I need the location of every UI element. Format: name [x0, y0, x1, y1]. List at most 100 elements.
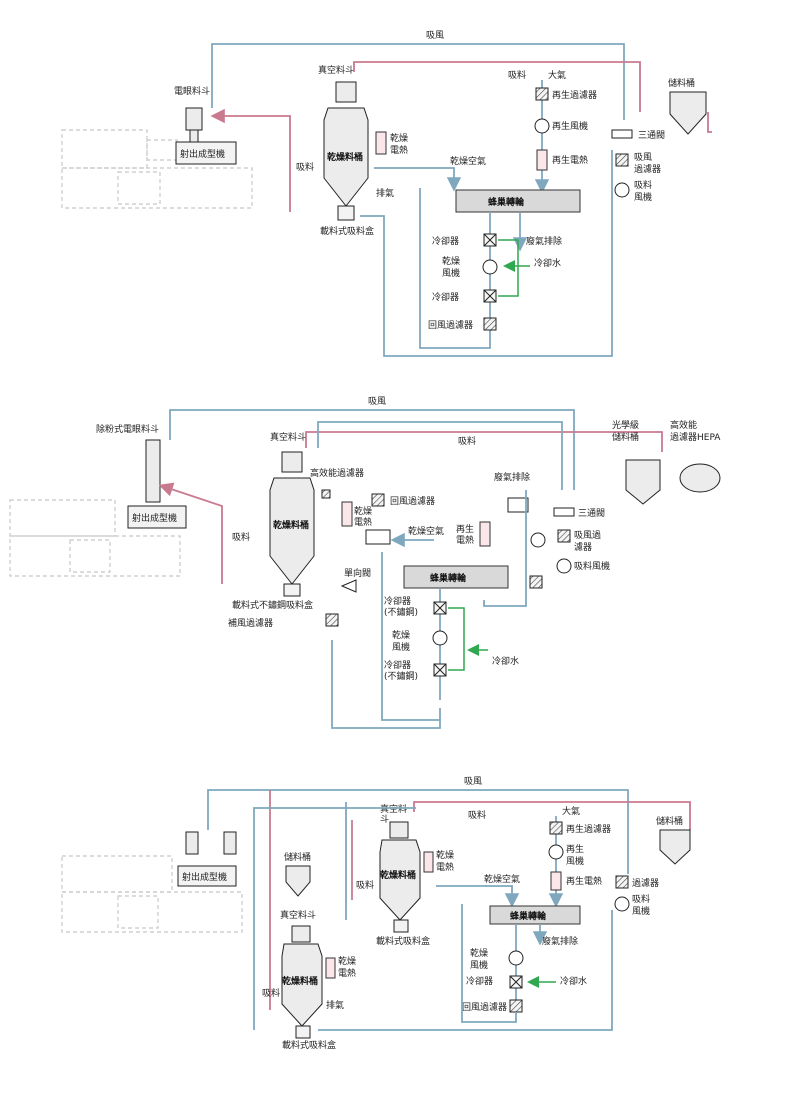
storage-bin-label-3a: 儲料桶: [284, 851, 311, 863]
drying-bin-2: [269, 451, 315, 585]
suction-material-label-3b: 吸料: [262, 987, 280, 999]
storage-bin-label-1: 儲料桶: [668, 77, 695, 89]
exhaust-label-3: 排氣: [326, 999, 344, 1011]
drying-bin2-label-3: 乾燥料桶: [282, 975, 318, 987]
suction-filter-label-1a: 吸風: [634, 152, 652, 163]
storage-bin-label-3b: 儲料桶: [656, 815, 683, 827]
box-label-2: 載料式不鏽鋼吸料盒: [232, 599, 313, 611]
dry-heater2-label-3b: 電熱: [338, 967, 356, 979]
exhaust-label-1: 排氣: [376, 187, 394, 199]
suction-fan-1: [614, 182, 630, 198]
suction-fan-label-3b: 風機: [632, 905, 650, 917]
dry-fan-label-3a: 乾燥: [470, 947, 488, 959]
regen-fan-3: [548, 844, 564, 860]
dry-fan-label-2a: 乾燥: [392, 629, 410, 641]
injection-machine-label-2: 射出成型機: [132, 512, 177, 524]
exhaust-return-line-1: [360, 150, 613, 357]
drying-bin-label-2: 乾燥料桶: [273, 519, 309, 531]
three-way-valve-1: [611, 129, 633, 139]
dry-heater-label-3b: 電熱: [436, 861, 454, 873]
cooler-label-2b: (不鏽鋼): [384, 606, 418, 618]
dry-fan-label-1b: 風機: [442, 267, 460, 279]
honeycomb-wheel-1: [455, 189, 581, 213]
cooler-cross-3: [509, 975, 523, 989]
drying-bin-3b: [281, 925, 323, 1027]
material-top-line-1: [353, 61, 641, 112]
dry-air-label-2: 乾燥空氣: [408, 525, 444, 537]
regen-heater-label-3: 再生電熱: [566, 875, 602, 887]
return-filter-label-1: 回風過濾器: [428, 319, 473, 331]
three-way-label-2: 三通閥: [578, 508, 605, 519]
dry-fan-label-3b: 風機: [470, 959, 488, 971]
cooler-label-2d: (不鏽鋼): [384, 670, 418, 682]
regen-fan-1: [534, 118, 550, 134]
loading-box-1: [337, 205, 355, 221]
injection-machine-outline-2: [9, 499, 181, 577]
dry-heater-label-1a: 乾燥: [390, 132, 408, 144]
inner-return-2: [381, 552, 440, 721]
return-filter-label-2: 回風過濾器: [390, 495, 435, 507]
regen-filter-label-1: 再生過濾器: [552, 89, 597, 101]
suction-air-line-2: [169, 409, 575, 490]
suction-filter-1: [615, 153, 629, 167]
storage-bin-1: [669, 91, 707, 135]
cooler-label-2a: 冷卻器: [384, 595, 411, 607]
dry-fan-2: [432, 630, 448, 646]
electric-hopper-1: [185, 107, 203, 143]
suction-fan-label-1b: 風機: [634, 191, 652, 203]
material-top-line-3: [413, 801, 691, 830]
check-valve-2: [340, 579, 357, 593]
dry-heater-label-1b: 電熱: [390, 144, 408, 156]
dry-fan-1: [482, 259, 498, 275]
regen-heater-1: [536, 149, 548, 171]
cooler-bottom-cross-1: [483, 289, 497, 303]
hepa-filter-2: [321, 489, 331, 499]
honeycomb-wheel-3: [489, 905, 581, 925]
regen-filter-small-2: [507, 497, 529, 513]
suction-fan-2: [556, 558, 572, 574]
regen-filter-1: [535, 87, 549, 101]
vacuum-hopper-label-3b: 斗: [380, 814, 389, 825]
dry-heater-1: [375, 131, 387, 155]
suction-filter-2: [557, 529, 571, 543]
injection-machine-box-3: [177, 865, 237, 887]
suction-material-label-3: 吸料: [468, 809, 486, 821]
return-filter-3: [509, 999, 523, 1013]
injection-machine-outline-3: [61, 855, 243, 933]
box-label-1: 載料式吸料盒: [320, 225, 374, 237]
cooling-water-label-3: 冷卻水: [560, 975, 587, 987]
material-bin-line-1: [707, 112, 712, 133]
drying-bin-1: [323, 81, 369, 207]
regen-fan-2: [530, 532, 546, 548]
hepa-unit-2: [679, 463, 721, 493]
loading-box-3a: [393, 919, 409, 933]
suction-material-label-3c: 吸料: [356, 879, 374, 891]
three-way-label-1: 三通閥: [638, 130, 665, 141]
dry-heater-3b: [325, 957, 336, 979]
return-filter-1: [483, 317, 497, 331]
regen-fan-label-3b: 風機: [566, 855, 584, 867]
suction-fan-3: [614, 896, 630, 912]
cooler-label-2c: 冷卻器: [384, 659, 411, 671]
suction-fan-label-3a: 吸料: [632, 893, 650, 905]
regen-heater-label-2b: 電熱: [456, 534, 474, 546]
return-filter-2: [371, 493, 385, 507]
electric-hopper-3a: [185, 831, 199, 855]
dust-hopper-2: [145, 439, 161, 503]
regen-fan-label-1: 再生風機: [552, 120, 588, 132]
regen-heater-3: [550, 871, 562, 891]
cooler-label-1a: 冷卻器: [432, 235, 459, 247]
diagram-2: 射出成型機 除粉式電眼料斗 吸風 吸料 吸料 真空料斗 乾燥料桶 高效能過濾器 …: [9, 396, 721, 729]
honeycomb-wheel-2: [403, 565, 509, 589]
suction-air-line-3: [207, 789, 629, 874]
suction-material-label-2: 吸料: [232, 531, 250, 543]
inner-return-3: [461, 904, 517, 1023]
regen-filter-label-3: 再生過濾器: [566, 823, 611, 835]
cooler-label-3: 冷卻器: [466, 975, 493, 987]
injection-machine-box-1: [175, 141, 237, 165]
cooling-water-label-2: 冷卻水: [492, 655, 519, 667]
box-label-3: 載料式吸料盒: [376, 935, 430, 947]
dry-heater-3a: [423, 851, 434, 873]
dry-fan-label-1a: 乾燥: [442, 255, 460, 267]
regen-heater-2: [479, 521, 491, 547]
